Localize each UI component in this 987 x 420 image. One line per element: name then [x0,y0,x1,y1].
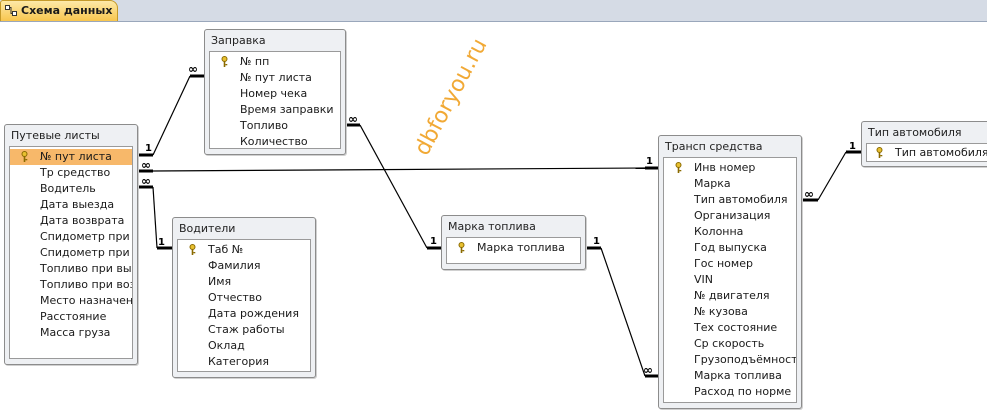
field-row[interactable]: Расход по норме [694,385,792,398]
table-title: Тип автомобиля [868,126,962,139]
field-row[interactable]: № пут листа [10,149,132,165]
table-zapravka[interactable]: Заправка № пп № пут листа Номер чека Вре… [204,29,346,155]
field-row[interactable]: № кузова [694,305,748,318]
rel-many-label: ∞ [141,174,151,188]
table-title: Трансп средства [665,140,763,153]
rel-one-label: 1 [849,141,856,152]
field-list[interactable]: № пп № пут листа Номер чека Время заправ… [209,51,341,149]
key-icon [675,162,682,173]
tab-label: Схема данных [21,4,113,17]
field-row[interactable]: Тех состояние [694,321,778,334]
field-row[interactable]: Количество [240,135,308,148]
rel-many-label: ∞ [804,187,814,201]
field-list[interactable]: Инв номер Марка Тип автомобиля Организац… [663,157,797,403]
field-row[interactable]: Расстояние [40,310,107,323]
field-row[interactable]: Марка топлива [447,240,580,256]
document-tab-strip: Схема данных [0,0,987,22]
rel-one-label: 1 [430,236,437,247]
field-row[interactable]: Организация [694,209,771,222]
rel-one-label: 1 [158,237,165,248]
field-row[interactable]: Спидометр при в [40,230,132,243]
field-row[interactable]: Марка [694,177,731,190]
field-row[interactable]: Дата возврата [40,214,125,227]
field-list[interactable]: Тип автомобиля [866,143,987,162]
field-row[interactable]: Имя [208,275,232,288]
rel-many-label: ∞ [141,158,151,172]
field-row[interactable]: Тип автомобиля [694,193,788,206]
key-icon [189,244,196,255]
field-row[interactable]: № двигателя [694,289,770,302]
field-row[interactable]: Стаж работы [208,323,285,336]
key-icon [21,151,28,162]
field-row[interactable]: Марка топлива [694,369,782,382]
field-row[interactable]: VIN [694,273,713,286]
table-title: Заправка [211,34,266,47]
table-transp-sredstva[interactable]: Трансп средства Инв номер Марка Тип авто… [658,135,802,409]
table-title: Водители [179,222,236,235]
field-row[interactable]: Инв номер [664,160,796,176]
field-row[interactable]: Спидометр при в [40,246,132,259]
field-row[interactable]: Масса груза [40,326,111,339]
field-row[interactable]: Время заправки [240,103,334,116]
key-icon [876,147,883,158]
rel-one-label: 1 [646,156,653,167]
rel-many-label: ∞ [643,363,653,377]
table-marka-topliva[interactable]: Марка топлива Марка топлива [441,215,586,270]
relationships-icon [5,5,17,16]
field-row[interactable]: № пут листа [240,71,312,84]
field-row[interactable]: Тип автомобиля [867,145,987,161]
field-list[interactable]: Марка топлива [446,237,581,264]
field-row[interactable]: Дата выезда [40,198,115,211]
field-row[interactable]: Грузоподъёмность [694,353,796,366]
tab-schema[interactable]: Схема данных [0,0,118,21]
field-row[interactable]: Номер чека [240,87,308,100]
field-row[interactable]: Отчество [208,291,263,304]
field-row[interactable]: Ср скорость [694,337,765,350]
key-icon [458,242,465,253]
table-title: Марка топлива [448,220,536,233]
table-putevye-listy[interactable]: Путевые листы № пут листа Тр средство Во… [4,124,138,365]
field-row[interactable]: Гос номер [694,257,753,270]
field-row[interactable]: Тр средство [40,166,111,179]
rel-many-label: ∞ [188,62,198,76]
rel-one-label: 1 [593,236,600,247]
field-row[interactable]: Категория [208,355,269,368]
field-row[interactable]: Водитель [40,182,96,195]
field-row[interactable]: № пп [210,54,340,70]
field-row[interactable]: Колонна [694,225,744,238]
field-list[interactable]: № пут листа Тр средство Водитель Дата вы… [9,146,133,359]
field-list[interactable]: Таб № Фамилия Имя Отчество Дата рождения… [177,239,311,372]
rel-one-label: 1 [145,143,152,154]
field-row[interactable]: Оклад [208,339,245,352]
field-row[interactable]: Топливо [240,119,289,132]
field-row[interactable]: Топливо при возв [40,278,132,291]
field-row[interactable]: Год выпуска [694,241,767,254]
table-voditeli[interactable]: Водители Таб № Фамилия Имя Отчество Дата… [172,217,316,378]
watermark-text: dbforyou.ru [410,34,493,160]
field-row[interactable]: Фамилия [208,259,261,272]
rel-many-label: ∞ [348,112,358,126]
field-row[interactable]: Дата рождения [208,307,299,320]
table-title: Путевые листы [11,129,100,142]
key-icon [221,56,228,67]
table-tip-avtomobilya[interactable]: Тип автомобиля Тип автомобиля [861,121,987,167]
field-row[interactable]: Место назначени [40,294,132,307]
field-row[interactable]: Топливо при выез [40,262,132,275]
field-row[interactable]: Таб № [178,242,310,258]
